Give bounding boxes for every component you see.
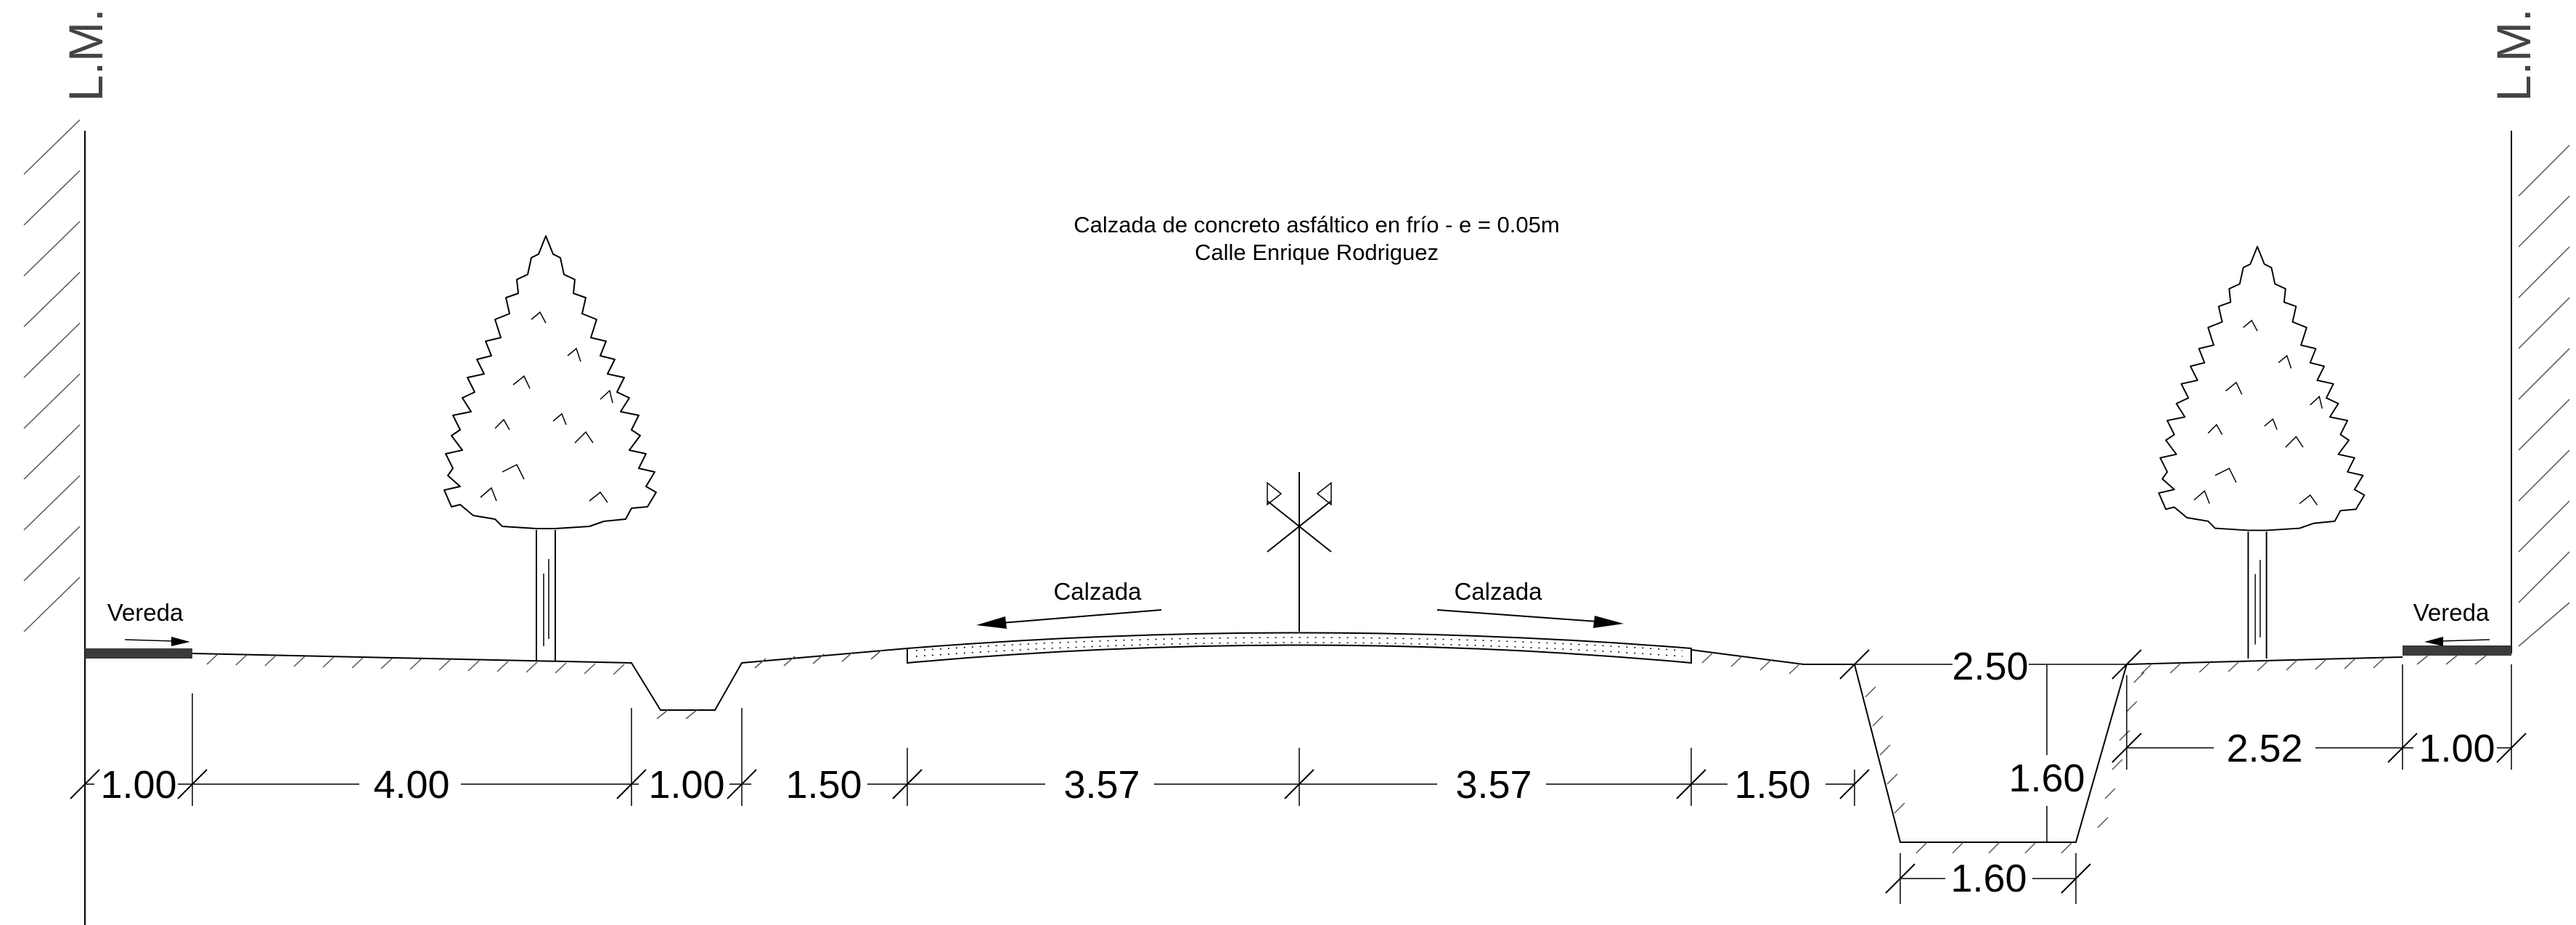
ground-profile — [85, 632, 2511, 854]
dim-canal-top-width: 2.50 — [1952, 645, 2028, 688]
dim-left-ditch: 1.00 — [648, 763, 724, 807]
dim-right-sidewalk: 1.00 — [2418, 727, 2495, 770]
street-name: Calle Enrique Rodriguez — [1195, 240, 1439, 265]
drainage-canal — [1854, 664, 2127, 843]
dim-right-strip: 2.52 — [2226, 727, 2302, 770]
calzada-left-label: Calzada — [1053, 578, 1142, 605]
road-centerline-axis — [1267, 472, 1332, 632]
vereda-left-arrow — [124, 637, 190, 646]
left-property-line-label: L.M. — [59, 9, 113, 102]
dim-right-lane: 3.57 — [1455, 763, 1532, 807]
asphalt-pavement — [907, 632, 1692, 664]
vereda-right-arrow — [2424, 637, 2490, 646]
dim-left-strip: 4.00 — [373, 763, 449, 807]
calzada-right-label: Calzada — [1454, 578, 1542, 605]
calzada-left-slope-arrow — [976, 609, 1162, 629]
right-sidewalk-slab — [2403, 645, 2511, 656]
bottom-dimension-chain — [70, 693, 1870, 806]
dim-canal-bottom-width: 1.60 — [1950, 857, 2027, 900]
right-property-wall — [2511, 131, 2570, 653]
vereda-right-label: Vereda — [2413, 599, 2490, 626]
right-property-line-label: L.M. — [2487, 9, 2540, 102]
tree-right — [2158, 245, 2366, 659]
dim-left-lane: 3.57 — [1063, 763, 1140, 807]
dim-canal-depth: 1.60 — [2008, 757, 2085, 800]
left-sidewalk-slab — [85, 648, 192, 659]
section-title: Calzada de concreto asfáltico en frío - … — [1074, 212, 1559, 237]
dim-left-shoulder: 1.50 — [785, 763, 862, 807]
calzada-right-slope-arrow — [1436, 609, 1624, 628]
right-strip-dimensions — [2111, 664, 2527, 770]
left-property-wall — [23, 119, 86, 925]
canal-dimensions — [1839, 649, 2142, 904]
tree-left — [443, 235, 657, 661]
dim-right-shoulder: 1.50 — [1734, 763, 1810, 807]
vereda-left-label: Vereda — [107, 599, 184, 626]
dim-left-sidewalk: 1.00 — [100, 763, 176, 807]
